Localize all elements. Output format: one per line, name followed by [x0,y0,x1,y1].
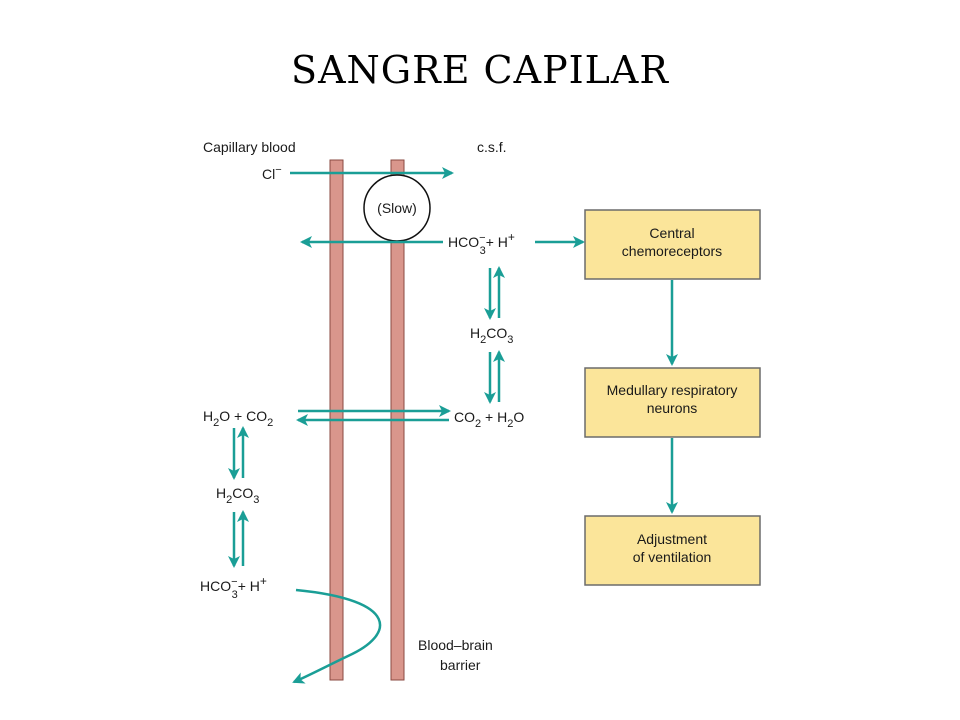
blood-h2o-co2-label: H2O + CO2 [203,408,273,429]
central-chemoreceptors-line2: chemoreceptors [622,243,722,259]
medullary-neurons-line1: Medullary respiratory [607,382,738,398]
bbb-label-line1: Blood–brain [418,637,493,653]
medullary-neurons-line2: neurons [647,400,698,416]
capillary-blood-label: Capillary blood [203,139,296,155]
bbb-label-line2: barrier [440,657,481,673]
blood-h2co3-label: H2CO3 [216,485,259,506]
central-chemoreceptors-line1: Central [649,225,694,241]
blood-hco3-label: HCO−3+ H+ [200,574,267,601]
central-chemoreceptors-box [584,209,761,280]
slow-label: (Slow) [377,200,417,216]
medullary-neurons-box [584,367,761,438]
csf-co2-h2o-label: CO2 + H2O [454,409,524,430]
h-reflect-curve-arrow [292,588,382,684]
adjustment-box [584,515,761,586]
adjustment-line1: Adjustment [637,531,707,547]
csf-h2co3-label: H2CO3 [470,325,513,346]
cl-label: Cl− [262,164,282,182]
page-title: SANGRE CAPILAR [291,48,669,92]
adjustment-line2: of ventilation [633,549,712,565]
csf-hco3-label: HCO−3+ H+ [448,230,515,257]
csf-label: c.s.f. [477,139,507,155]
